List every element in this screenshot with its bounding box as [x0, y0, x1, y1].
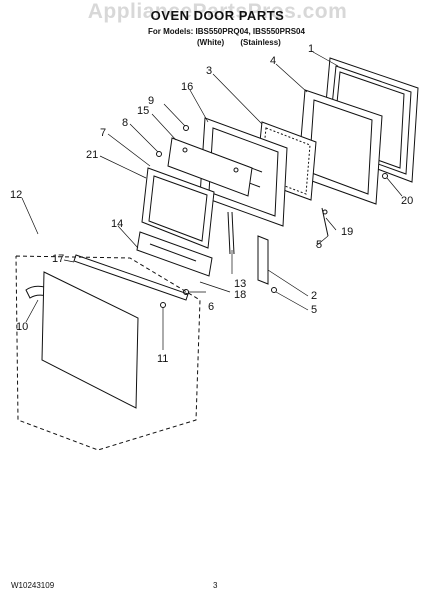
part-clip [321, 207, 329, 237]
part-support-plate [167, 137, 253, 197]
model-variants: (White) (Stainless) [197, 38, 281, 47]
callout-3: 3 [206, 65, 212, 77]
callout-18: 18 [234, 289, 246, 301]
part-hinge-rod [227, 211, 235, 255]
variant-stainless: (Stainless) [240, 38, 281, 47]
callout-14: 14 [111, 218, 123, 230]
variant-white: (White) [197, 38, 225, 47]
part-hinge [257, 235, 269, 285]
callout-20: 20 [401, 195, 413, 207]
callout-10: 10 [16, 321, 28, 333]
part-top-channel [73, 254, 189, 301]
leader-lines [21, 51, 403, 350]
callout-16: 16 [181, 81, 193, 93]
models-line: For Models: IBS550PRQ04, IBS550PRS04 [148, 27, 305, 36]
callout-19: 19 [341, 226, 353, 238]
part-door-outline [15, 255, 201, 451]
callout-2: 2 [311, 290, 317, 302]
part-screw-20 [382, 173, 388, 179]
part-vent-trim [136, 231, 213, 277]
callout-7: 7 [100, 127, 106, 139]
page-number: 3 [213, 581, 218, 590]
part-inner-glass [141, 167, 215, 249]
callout-4: 4 [270, 55, 276, 67]
part-screw-9 [183, 125, 189, 131]
callout-15: 15 [137, 105, 149, 117]
callout-12: 12 [10, 189, 22, 201]
part-door-skin [41, 271, 139, 409]
callout-8: 8 [122, 117, 128, 129]
watermark: AppliancePartsPros.com [87, 0, 348, 23]
callout-21: 21 [86, 149, 98, 161]
callout-5b: 5 [311, 304, 317, 316]
callout-9: 9 [148, 95, 154, 107]
callout-17: 17 [52, 253, 64, 265]
part-screw-5 [271, 287, 277, 293]
page-title: OVEN DOOR PARTS [150, 8, 285, 23]
part-screw-11 [160, 302, 166, 308]
callout-13: 13 [234, 278, 246, 290]
callout-1: 1 [308, 43, 314, 55]
part-screw-8 [156, 151, 162, 157]
document-number: W10243109 [11, 581, 55, 590]
callout-6: 6 [208, 301, 214, 313]
callout-11: 11 [157, 353, 168, 365]
callout-5a: 5 [316, 239, 322, 251]
